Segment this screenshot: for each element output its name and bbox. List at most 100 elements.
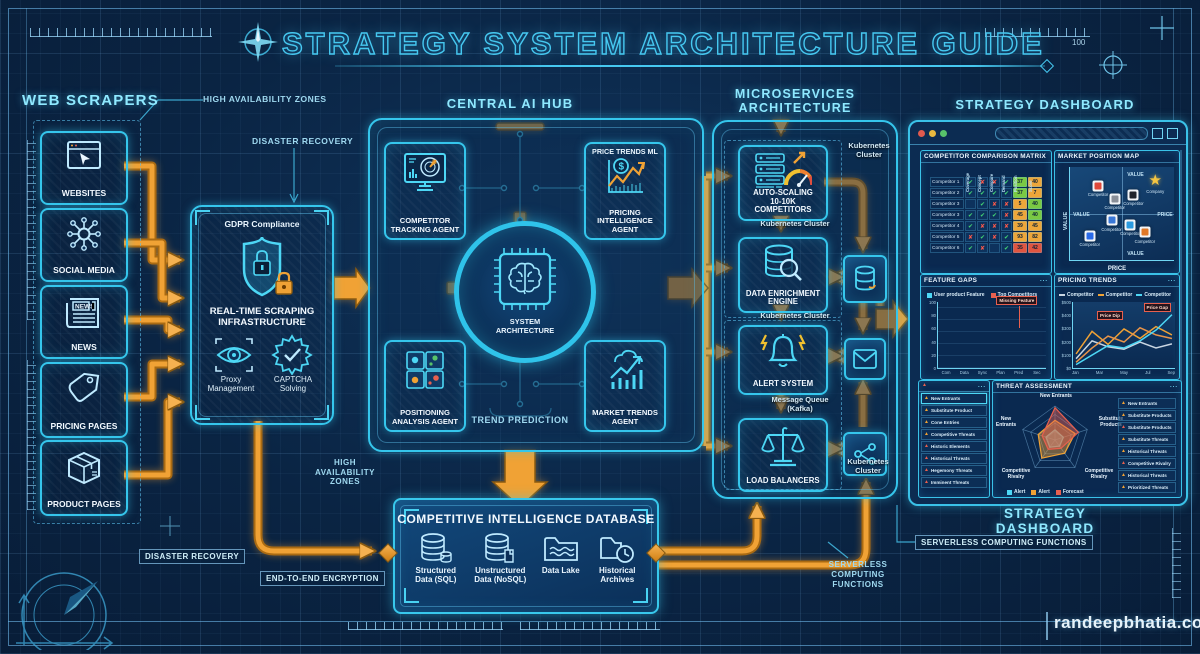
source-label: NEWS (71, 342, 97, 353)
matrix-mark-cell: ✔ (1001, 243, 1012, 253)
source-websites: WEBSITES (40, 131, 128, 205)
matrix-mark-cell: ✘ (977, 177, 988, 187)
dashboard-heading-top: STRATEGY DASHBOARD (955, 97, 1135, 112)
threat-label: Imminent Threats (930, 480, 970, 485)
ruler-top-right (985, 28, 1090, 37)
matrix-score-cell: 82 (1028, 232, 1042, 242)
package-box-icon (68, 451, 100, 485)
y-tick-label: 60 (931, 326, 936, 332)
threat-label: Historic Elements (930, 444, 970, 449)
threat-list-item: ▲Hegemony Threats (921, 465, 987, 476)
matrix-score-cell: 42 (1028, 243, 1042, 253)
warning-icon: ▲ (1121, 436, 1126, 442)
threat-label: Substitute Threats (1127, 437, 1169, 442)
agent-label: POSITIONING ANALYSIS AGENT (391, 408, 459, 426)
legend-swatch (1055, 489, 1061, 495)
competitor-tile (1106, 214, 1118, 226)
matrix-score-cell: 40 (1028, 210, 1042, 220)
x-tick-label: Jul (1145, 370, 1151, 375)
matrix-row-name: Competitor 5 (930, 232, 964, 242)
x-tick-label: Sec (1033, 370, 1041, 375)
y-tick-label: 100 (929, 300, 936, 305)
y-tick-label: 40 (931, 339, 936, 345)
minimize-button[interactable] (929, 129, 936, 137)
warning-icon: ▲ (1121, 472, 1126, 478)
x-tick-label: Sep (1167, 370, 1175, 375)
address-bar[interactable] (995, 126, 1148, 140)
matrix-score-cell: 45 (1013, 210, 1027, 220)
matrix-mark-cell: ✘ (989, 177, 1000, 187)
quadrant-label: VALUE (1073, 211, 1090, 218)
crosshair-circle-mark (1099, 51, 1127, 79)
threat-label: Prioritized Threats (1127, 485, 1169, 490)
matrix-score-cell: 39 (1013, 221, 1027, 231)
feature-gaps-title: FEATURE GAPS (924, 277, 978, 284)
threat-list-item: ▲Historic Elements (921, 441, 987, 452)
agent-pricing-intelligence: PRICE TRENDS ML $ PRICING INTELLIGENCE A… (584, 142, 666, 240)
dashboard-titlebar (910, 122, 1186, 145)
warning-icon: ▲ (1121, 448, 1126, 454)
microservices-heading: MICROSERVICES ARCHITECTURE (734, 87, 856, 115)
threat-left-list: ▲New Entrants▲Substitute Product▲Cone En… (919, 393, 989, 488)
source-product-pages: PRODUCT PAGES (40, 440, 128, 516)
y-tick-label: $300 (1061, 326, 1071, 332)
warning-icon: ▲ (924, 431, 929, 437)
price-line (1075, 326, 1173, 363)
threat-label: Substitute Product (930, 408, 973, 413)
matrix-mark-cell: ✔ (977, 199, 988, 209)
feature-gaps-menu[interactable]: ... (1039, 277, 1048, 283)
window-button-1[interactable] (1152, 127, 1163, 139)
threat-list-item: ▲Substitute Products (1118, 410, 1176, 421)
window-button-2[interactable] (1167, 127, 1178, 139)
browser-cursor-icon (67, 141, 101, 169)
legend-entry: Forecast (1055, 489, 1084, 495)
serverless-boxed-label: SERVERLESS COMPUTING FUNCTIONS (915, 535, 1093, 550)
disaster-recovery-bottom: DISASTER RECOVERY (139, 549, 246, 564)
legend-entry: Competitor (1059, 291, 1094, 299)
price-trends-ml-tag: PRICE TRENDS ML (592, 147, 658, 156)
matrix-score-cell: 40 (1028, 177, 1042, 187)
web-scrapers-group (33, 120, 141, 524)
threat-menu[interactable]: ... (1169, 383, 1178, 389)
balance-scale-icon (761, 427, 805, 467)
matrix-mark-cell: ✔ (965, 188, 976, 198)
website-link[interactable]: randeepbhatia.com (1054, 613, 1200, 632)
close-button[interactable] (918, 129, 925, 137)
matrix-row-name: Competitor 4 (930, 221, 964, 231)
competitor-tile-label: Competitor (1087, 192, 1109, 198)
matrix-score-cell: 45 (1028, 221, 1042, 231)
legend-swatch (990, 292, 996, 298)
left-list-menu[interactable]: ... (977, 383, 986, 389)
title-underline (335, 65, 1045, 67)
y-tick-label: $400 (1061, 313, 1071, 319)
radar-label-bottom-right: Competitive Rivalry (1084, 468, 1114, 480)
threat-list-item: ▲Historical Threats (1118, 446, 1176, 457)
y-tick-label: 80 (931, 313, 936, 319)
serverless-stacked-label: SERVERLESS COMPUTING FUNCTIONS (828, 560, 888, 589)
archive-clock-icon (600, 537, 635, 563)
service-alert-system: ALERT SYSTEM (738, 325, 828, 395)
store-historical-archives: Historical Archives (589, 532, 645, 606)
store-label: Unstructured Data (NoSQL) (474, 566, 527, 585)
legend-label: Forecast (1062, 489, 1084, 495)
annotation-pointer (1019, 306, 1021, 328)
kubernetes-group-2 (724, 320, 842, 490)
threat-label: Cone Entries (930, 420, 960, 425)
competitor-tile (1124, 219, 1136, 231)
matrix-row-name: Competitor 3 (930, 199, 964, 209)
system-core-label: SYSTEM ARCHITECTURE (495, 317, 555, 335)
maximize-button[interactable] (940, 129, 947, 137)
competitor-tile-label: Competitor (1104, 205, 1125, 211)
matrix-mark-cell: ✘ (977, 243, 988, 253)
matrix-score-cell: 5 (1013, 199, 1027, 209)
price-line (1075, 325, 1173, 355)
footer-separator (1046, 612, 1048, 640)
x-tick-label: Plan (996, 370, 1005, 375)
eye-scan-icon (215, 338, 253, 372)
threat-list-item: ▲Imminent Threats (921, 477, 987, 488)
matrix-mark-cell: ✔ (977, 188, 988, 198)
pricing-trends-menu[interactable]: ... (1167, 277, 1176, 283)
